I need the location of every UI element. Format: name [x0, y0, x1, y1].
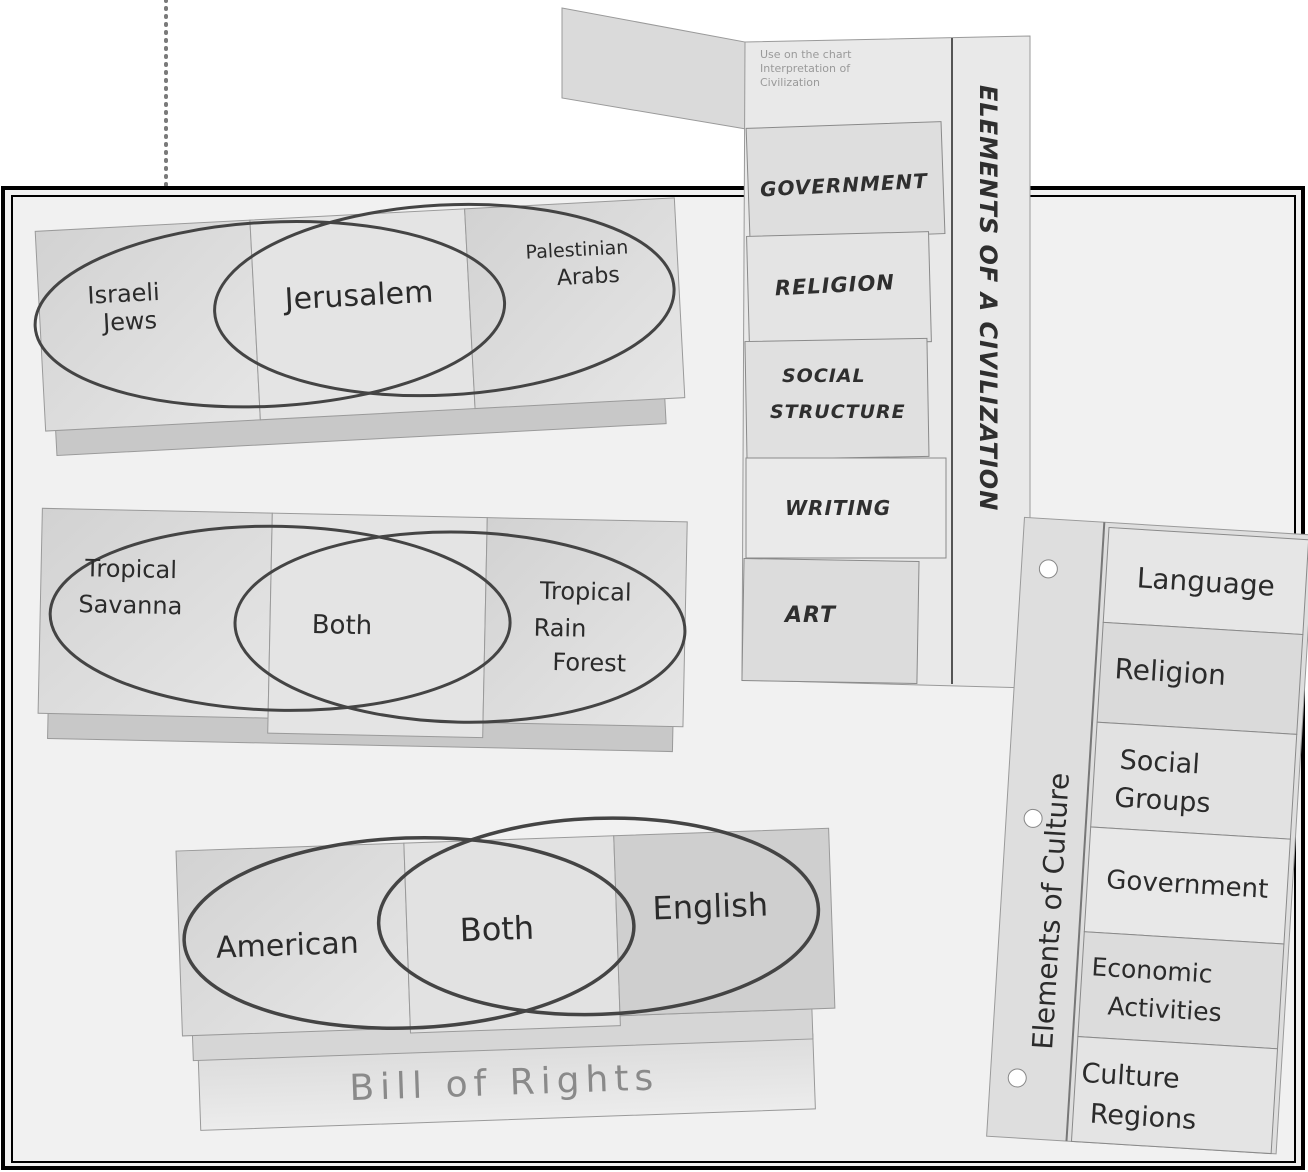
venn-climate-left-line2: Savanna — [78, 590, 183, 620]
civilization-cover-note-line2: Interpretation of — [760, 62, 851, 75]
svg-text:STRUCTURE: STRUCTURE — [770, 401, 906, 423]
venn-jerusalem-right-line1: Palestinian — [525, 236, 629, 263]
culture-tab-language: Language — [1102, 526, 1308, 636]
svg-text:Activities: Activities — [1107, 991, 1223, 1027]
binder-hole — [1038, 559, 1058, 579]
venn-jerusalem-center: Jerusalem — [282, 275, 434, 318]
culture-tab-culture-regions: Culture Regions — [1070, 1036, 1279, 1155]
venn-circle-left — [33, 220, 507, 409]
binder-hole — [1023, 808, 1043, 828]
svg-text:Religion: Religion — [1114, 652, 1227, 692]
venn-rights-right: English — [652, 885, 769, 927]
civilization-tab-art: ART — [741, 557, 920, 685]
venn-circle-right — [376, 816, 821, 1017]
svg-text:SOCIAL: SOCIAL — [782, 365, 866, 387]
venn-jerusalem-left-line2: Jews — [100, 306, 157, 337]
svg-text:ART: ART — [783, 603, 837, 628]
civilization-tab-government: GOVERNMENT — [745, 121, 946, 241]
venn-climate-right-line2: Rain — [533, 614, 586, 643]
culture-foldable: Language Religion Social Groups Governme… — [986, 516, 1308, 1155]
svg-text:WRITING: WRITING — [785, 496, 891, 520]
venn-climate-foldable: Tropical Savanna Both Tropical Rain Fore… — [37, 507, 688, 753]
civilization-cover-note-line3: Civilization — [760, 76, 820, 89]
civilization-tab-writing: WRITING — [745, 457, 947, 559]
civilization-tab-social-structure: SOCIAL STRUCTURE — [744, 337, 930, 461]
venn-climate-left-line1: Tropical — [84, 554, 177, 584]
venn-circle-right — [233, 530, 687, 724]
binder-hole — [1007, 1068, 1027, 1088]
svg-text:Regions: Regions — [1089, 1098, 1197, 1135]
svg-text:Culture: Culture — [1081, 1058, 1181, 1095]
venn-circle-right — [213, 202, 676, 398]
civilization-tab-religion: RELIGION — [746, 231, 932, 347]
venn-rights-left: American — [215, 926, 359, 966]
culture-tab-economic-activities: Economic Activities — [1077, 931, 1285, 1050]
venn-jerusalem-left-line1: Israeli — [87, 278, 161, 310]
culture-tab-religion: Religion — [1096, 621, 1304, 735]
venn-jerusalem-foldable: Israeli Jews Jerusalem Palestinian Arabs — [33, 197, 686, 457]
civilization-cover-note-line1: Use on the chart — [760, 48, 852, 61]
civilization-cover-flap — [561, 7, 753, 131]
svg-text:Groups: Groups — [1113, 782, 1211, 819]
civilization-foldable: Use on the chart Interpretation of Civil… — [561, 7, 1031, 689]
venn-jerusalem-right-line2: Arabs — [556, 263, 620, 291]
venn-climate-center: Both — [311, 610, 372, 641]
venn-climate-right-line3: Forest — [552, 648, 626, 678]
venn-circle-left — [182, 835, 636, 1031]
venn-circle-left — [48, 524, 512, 712]
venn-rights-center: Both — [459, 909, 535, 950]
svg-text:Social: Social — [1119, 745, 1201, 781]
culture-tab-social-groups: Social Groups — [1090, 721, 1298, 840]
venn-climate-right-line1: Tropical — [539, 577, 632, 607]
culture-tab-government: Government — [1083, 826, 1291, 945]
venn-rights-foldable: American Both English Bill of Rights — [175, 816, 836, 1131]
civilization-title: ELEMENTS OF A CIVILIZATION — [974, 85, 1002, 511]
